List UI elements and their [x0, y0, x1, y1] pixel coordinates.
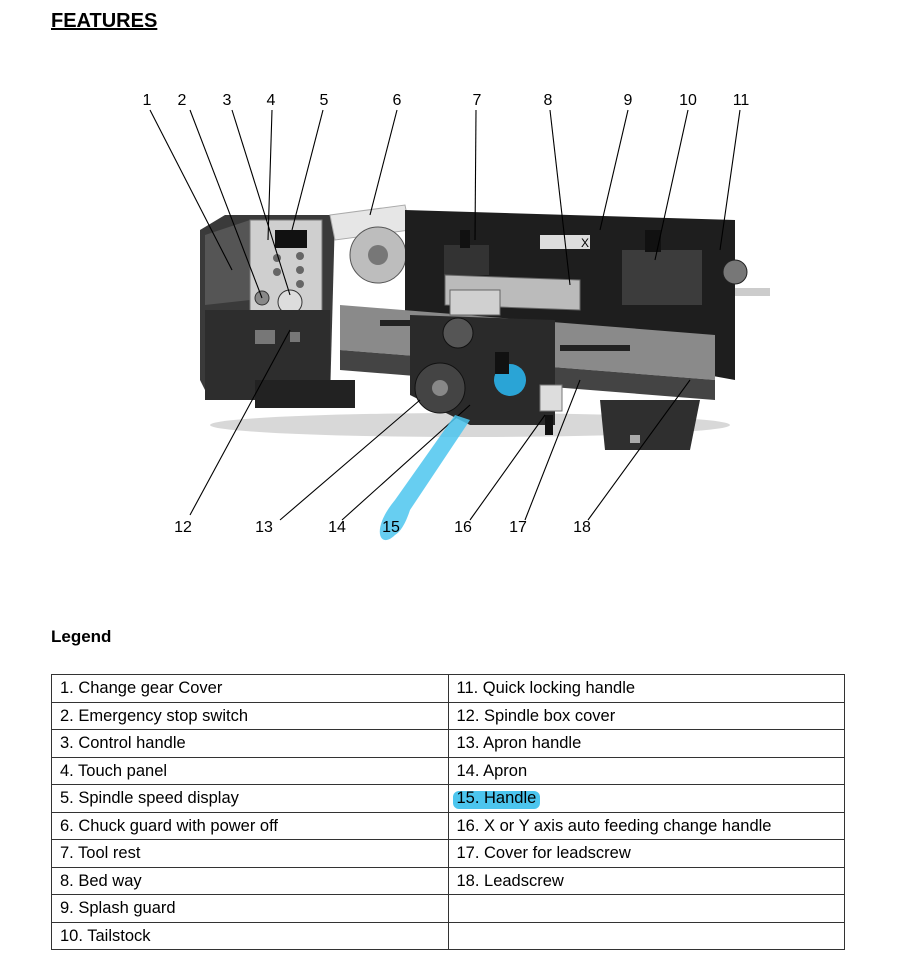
callout-11: 11: [732, 92, 750, 109]
highlighted-text: 15. Handle: [452, 789, 541, 810]
legend-cell: 7. Tool rest: [51, 839, 449, 868]
legend-heading: Legend: [51, 627, 112, 646]
callout-17: 17: [509, 519, 527, 536]
legend-cell: 18. Leadscrew: [447, 866, 845, 895]
callout-7: 7: [472, 92, 482, 109]
legend-cell: 17. Cover for leadscrew: [447, 839, 845, 868]
panel-label: X: [580, 236, 590, 250]
callout-1: 1: [142, 92, 152, 109]
legend-cell: [447, 894, 845, 923]
callout-4: 4: [266, 92, 276, 109]
table-row: 10. Tailstock: [51, 921, 845, 950]
legend-cell: 16. X or Y axis auto feeding change hand…: [447, 811, 845, 840]
legend-cell: 6. Chuck guard with power off: [51, 811, 449, 840]
speed-display: [275, 230, 307, 248]
callout-15: 15: [382, 519, 400, 536]
legend-cell: 2. Emergency stop switch: [51, 701, 449, 730]
legend-cell: 4. Touch panel: [51, 756, 449, 785]
table-row: 9. Splash guard: [51, 894, 845, 923]
legend-cell: 1. Change gear Cover: [51, 674, 449, 703]
callout-16: 16: [454, 519, 472, 536]
feed-change-handle: [539, 384, 563, 412]
tailstock: [622, 250, 702, 305]
callout-13: 13: [255, 519, 273, 536]
callout-9: 9: [623, 92, 633, 109]
legend-cell: [447, 921, 845, 950]
legend-cell: 14. Apron: [447, 756, 845, 785]
page-title: FEATURES: [51, 10, 158, 32]
highlight-stroke: [379, 415, 470, 541]
table-row: 7. Tool rest 17. Cover for leadscrew: [51, 839, 845, 868]
legend-cell: 13. Apron handle: [447, 729, 845, 758]
table-row: 6. Chuck guard with power off 16. X or Y…: [51, 811, 845, 840]
legend-cell: 9. Splash guard: [51, 894, 449, 923]
tool-rest: [444, 245, 489, 275]
callout-2: 2: [177, 92, 187, 109]
legend-table: 1. Change gear Cover 11. Quick locking h…: [51, 674, 845, 950]
legend-cell: 12. Spindle box cover: [447, 701, 845, 730]
table-row: 2. Emergency stop switch 12. Spindle box…: [51, 701, 845, 730]
legend-cell: 3. Control handle: [51, 729, 449, 758]
callout-3: 3: [222, 92, 232, 109]
table-row: 5. Spindle speed display 15. Handle: [51, 784, 845, 813]
callout-12: 12: [174, 519, 192, 536]
legend-cell: 10. Tailstock: [51, 921, 449, 950]
table-row: 1. Change gear Cover 11. Quick locking h…: [51, 674, 845, 703]
lathe-figure: 1 2 3 4 5 6 7 8 9 10 11 12 13 14 15 16 1…: [0, 80, 898, 550]
table-row: 4. Touch panel 14. Apron: [51, 756, 845, 785]
callout-10: 10: [679, 92, 697, 109]
table-row: 8. Bed way 18. Leadscrew: [51, 866, 845, 895]
table-row: 3. Control handle 13. Apron handle: [51, 729, 845, 758]
lathe-illustration: [149, 109, 770, 541]
legend-cell: 5. Spindle speed display: [51, 784, 449, 813]
legend-cell: 11. Quick locking handle: [447, 674, 845, 703]
callout-6: 6: [392, 92, 402, 109]
legend-cell: 8. Bed way: [51, 866, 449, 895]
callout-18: 18: [573, 519, 591, 536]
callout-14: 14: [328, 519, 346, 536]
callout-5: 5: [319, 92, 329, 109]
legend-cell-highlighted: 15. Handle: [447, 784, 845, 813]
callout-8: 8: [543, 92, 553, 109]
